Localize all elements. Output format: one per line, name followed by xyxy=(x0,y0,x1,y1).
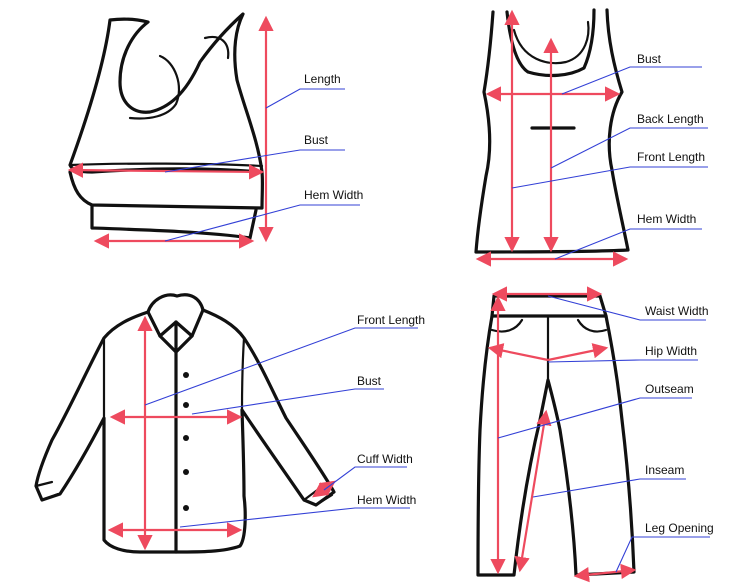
tank-bust-label: Bust xyxy=(637,52,662,66)
crop-hem-width-leader xyxy=(164,204,360,242)
shirt-front-length-label: Front Length xyxy=(357,313,425,327)
pants-outseam-label: Outseam xyxy=(645,382,694,396)
pants-leg-opening-leader xyxy=(615,536,710,573)
tank-front-length-leader xyxy=(511,166,708,189)
tank-hem-width-label: Hem Width xyxy=(637,212,696,226)
pants-leg-opening-label: Leg Opening xyxy=(645,521,714,535)
shirt-button xyxy=(183,435,189,441)
crop-bust-leader xyxy=(164,149,345,173)
shirt-cuff-width-label: Cuff Width xyxy=(357,452,413,466)
pants-outline xyxy=(476,294,636,577)
crop-top-outline xyxy=(68,12,265,240)
shirt-outline xyxy=(34,293,336,554)
pants-leg-opening-line xyxy=(573,563,637,583)
shirt-cuff-width-leader xyxy=(323,466,407,491)
crop-bust-label: Bust xyxy=(304,133,329,147)
pants-inseam-label: Inseam xyxy=(645,463,684,477)
pants-panel: Waist Width Hip Width Outseam Inseam Leg… xyxy=(476,286,714,583)
shirt-button xyxy=(183,505,189,511)
tank-front-length-label: Front Length xyxy=(637,150,705,164)
crop-length-label: Length xyxy=(304,72,341,86)
pants-outseam-leader xyxy=(497,397,692,439)
crop-hem-width-label: Hem Width xyxy=(304,188,363,202)
shirt-panel: Front Length Bust Cuff Width Hem Width xyxy=(34,293,425,554)
pants-inseam-line xyxy=(514,409,552,573)
shirt-cuff-width-line xyxy=(312,480,336,498)
pants-hip-width-leader xyxy=(547,359,698,363)
shirt-button xyxy=(183,402,189,408)
pants-waist-width-leader xyxy=(547,295,706,321)
tank-back-length-leader xyxy=(550,127,708,169)
shirt-bust-label: Bust xyxy=(357,374,382,388)
tank-hem-width-leader xyxy=(554,228,702,260)
crop-top-panel: Length Bust Hem Width xyxy=(67,12,363,249)
pants-inseam-leader xyxy=(532,478,686,498)
crop-length-leader xyxy=(265,88,345,109)
shirt-bust-leader xyxy=(191,388,384,415)
shirt-hem-width-label: Hem Width xyxy=(357,493,416,507)
tank-back-length-label: Back Length xyxy=(637,112,704,126)
shirt-button xyxy=(183,469,189,475)
crop-bust-line xyxy=(67,162,265,180)
tank-bust-leader xyxy=(561,66,702,95)
shirt-hem-width-leader xyxy=(179,507,410,528)
shirt-front-length-leader xyxy=(144,327,418,406)
pants-waist-width-label: Waist Width xyxy=(645,304,709,318)
pants-hip-width-line-right xyxy=(547,343,609,362)
tank-top-panel: Bust Back Length Front Length Hem Width xyxy=(474,8,708,267)
shirt-button xyxy=(183,372,189,378)
pants-hip-width-label: Hip Width xyxy=(645,344,697,358)
